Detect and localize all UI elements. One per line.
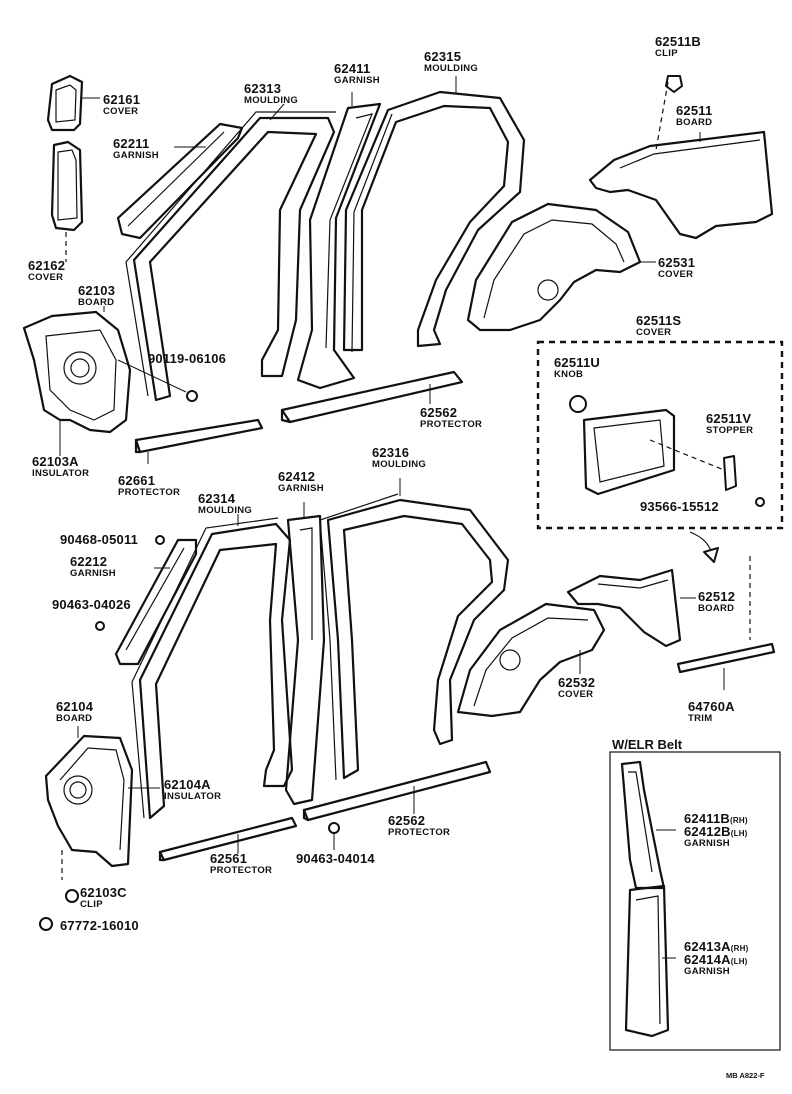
label-90463-04026: 90463-04026 <box>52 597 131 612</box>
part-62511-board <box>588 130 774 240</box>
part-62562-protector-upper <box>280 370 464 424</box>
part-62511B-clip <box>665 75 683 93</box>
part-62314-moulding <box>138 522 294 820</box>
part-62531-cover <box>466 202 642 332</box>
part-64760A-trim <box>676 642 776 674</box>
label-90463-04014: 90463-04014 <box>296 851 375 866</box>
part-62532-cover <box>456 602 606 718</box>
label-90119-06106: 90119-06106 <box>148 351 227 366</box>
part-62661-protector <box>134 418 264 454</box>
part-62315-moulding <box>342 90 526 352</box>
part-62103-board <box>22 310 132 434</box>
part-62211-garnish <box>116 122 244 240</box>
label-90468-05011: 90468-05011 <box>60 532 139 547</box>
part-62316-moulding <box>326 498 510 780</box>
diagram-code: MB A822-F <box>726 1071 765 1080</box>
part-62511S-cover <box>582 408 676 496</box>
label-62413A-62414A: 62413A(RH) 62414A(LH) GARNISH <box>684 939 749 977</box>
part-62161-cover <box>46 74 84 132</box>
part-62511U-knob <box>569 395 587 413</box>
label-62411B-62412B: 62411B(RH) 62412B(LH) GARNISH <box>684 811 748 849</box>
label-67772-16010: 67772-16010 <box>60 918 139 933</box>
label-93566-15512: 93566-15512 <box>640 499 719 514</box>
part-62411B-garnish <box>620 760 666 890</box>
part-62313-moulding <box>132 116 336 402</box>
elr-belt-inset-frame <box>609 751 781 1051</box>
part-62562-protector-lower <box>302 760 492 822</box>
part-62212-garnish <box>114 538 198 666</box>
part-62104-board <box>44 734 134 868</box>
part-62412-garnish <box>284 514 326 806</box>
part-62411-garnish <box>296 102 382 390</box>
part-62162-cover <box>50 140 84 232</box>
part-62561-protector <box>158 816 298 862</box>
part-62512-board <box>566 568 682 648</box>
inset-title: W/ELR Belt <box>612 737 683 752</box>
kit-62511S-box <box>536 340 784 530</box>
part-62413A-garnish <box>624 884 670 1038</box>
part-62511V-stopper <box>723 455 737 491</box>
